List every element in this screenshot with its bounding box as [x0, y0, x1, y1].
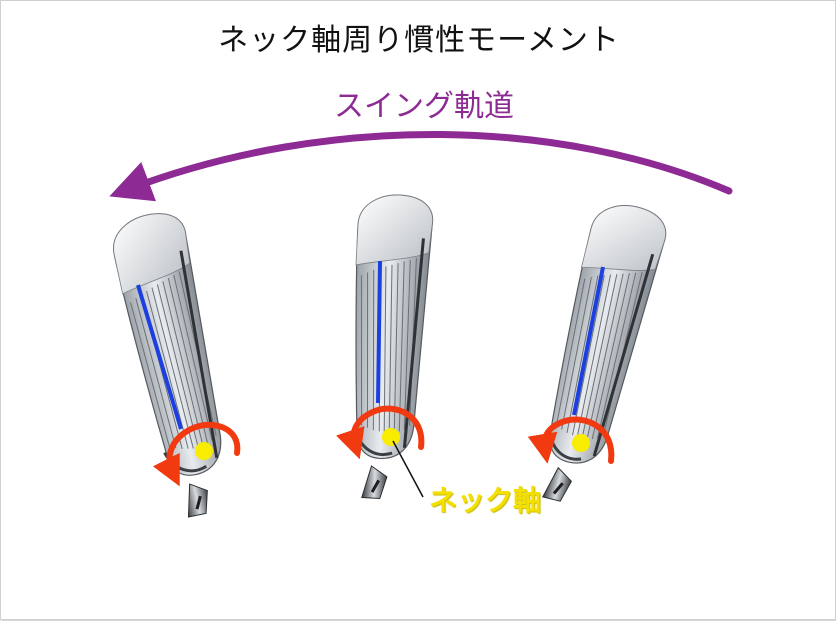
axis-leader-line [392, 440, 424, 498]
club-head-center [342, 191, 436, 502]
neck-axis-dot-right [572, 434, 590, 452]
face-edge-right [572, 266, 605, 416]
rotation-arrow-center [336, 405, 425, 460]
face-edge-center [376, 260, 382, 404]
club-head-right [523, 196, 673, 512]
swing-path-arrow [109, 131, 733, 202]
neck-axis-label: ネック軸 [429, 484, 542, 517]
neck-axis-dot-left [195, 442, 213, 460]
face-edge-left [136, 284, 183, 430]
page-title: ネック軸周り慣性モーメント [218, 23, 620, 58]
neck-axis-dot-center [382, 428, 400, 446]
swing-path-label: スイング軌道 [334, 89, 514, 124]
rotation-arrow-left [152, 422, 241, 487]
rotation-arrow-right [527, 416, 615, 464]
